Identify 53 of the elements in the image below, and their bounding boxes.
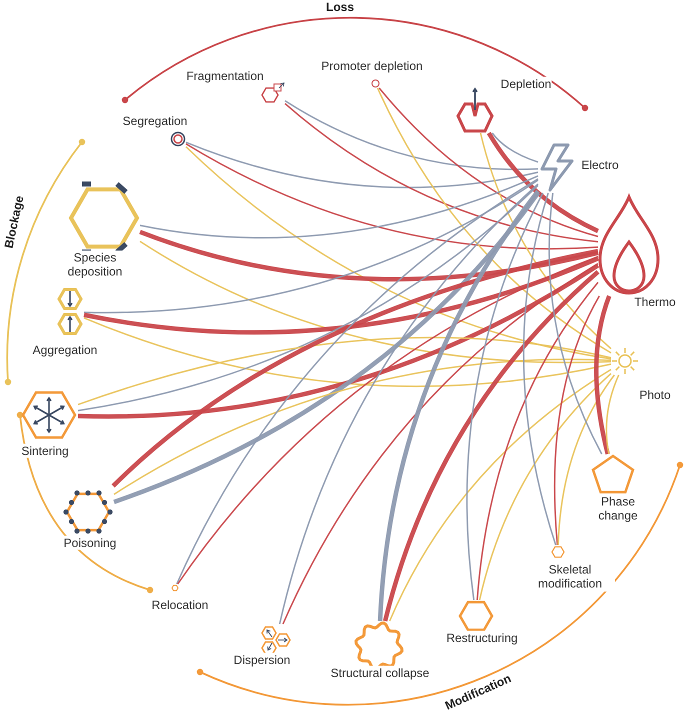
connector-curve [554,296,600,546]
connector-curve [492,132,538,163]
connector-curve [84,317,612,387]
connector-curve [113,192,540,504]
connector-curve [378,190,540,622]
connector-curve [478,373,612,600]
connector-curve [78,336,612,406]
connector-curve [186,143,598,250]
connector-curve [606,374,620,454]
connector-curve [278,184,539,624]
node-label: Fragmentation [186,68,264,84]
node-label: Segregation [122,114,188,128]
connector-curve [282,263,598,624]
connector-curve [476,282,599,600]
node-label: Photo [639,388,671,402]
connector-curve [480,132,612,350]
node-label: Thermo [634,294,676,310]
connector-curve [186,142,538,188]
node-label: Promoter depletion [321,58,423,74]
connector-curve [139,230,598,282]
connector-curve [84,180,538,314]
connector-curve [78,184,538,412]
node-label: Electro [581,158,619,172]
connector-curve [388,368,612,622]
connector-curve [523,192,556,546]
group-heading: Blockage [2,194,26,250]
connector-curve [594,295,612,455]
connector-curve [177,256,598,584]
connector-curve [382,270,600,622]
connector-curve [284,102,598,243]
connector-curve [176,178,538,584]
node-label: Depletion [500,76,552,92]
node-label: Sintering [21,444,69,458]
node-label: Aggregation [32,342,98,358]
connector-curve [284,100,538,170]
connector-curve [376,88,612,354]
node-label: Structural collapse [330,666,430,680]
connector-curve [378,88,598,238]
connector-curve [140,175,538,238]
connector-curve [84,256,599,335]
node-label: Relocation [152,598,208,612]
group-heading: Loss [326,0,354,14]
connector-curve [140,240,612,364]
connector-curve [78,264,600,419]
node-label: Restructuring [446,630,518,646]
connector-curve [114,358,612,495]
connector-curve [486,132,599,234]
node-label: Poisoning [64,536,116,550]
connector-curve [186,146,612,360]
connector-curve [557,374,615,546]
connector-curve [466,192,544,600]
connector-curve [548,192,602,454]
connector-curve [112,248,598,488]
